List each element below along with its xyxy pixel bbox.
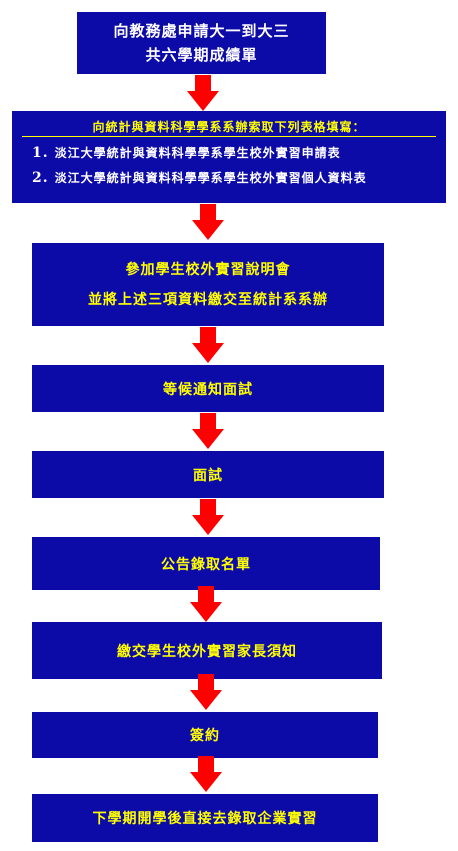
down-arrow-icon [192, 327, 224, 363]
form-item-text: 淡江大學統計與資料科學學系學生校外實習個人資料表 [54, 171, 367, 185]
down-arrow-icon [190, 586, 222, 622]
step-4-text: 等候通知面試 [163, 381, 253, 398]
step-8-text: 簽約 [190, 728, 220, 744]
step-1-transcript-box: 向教務處申請大一到大三 共六學期成績單 [77, 12, 326, 74]
step-3-line-2: 並將上述三項資料繳交至統計系系辦 [88, 291, 328, 308]
down-arrow-icon [190, 756, 222, 792]
step-4-await-interview-box: 等候通知面試 [32, 365, 384, 412]
step-6-announcement-box: 公告錄取名單 [32, 537, 380, 590]
form-item-number: 1. [32, 145, 49, 161]
step-9-internship-box: 下學期開學後直接去錄取企業實習 [32, 794, 378, 842]
step-1-line-2: 共六學期成績單 [145, 46, 258, 64]
form-item-text: 淡江大學統計與資料科學學系學生校外實習申請表 [54, 146, 341, 160]
down-arrow-icon [187, 75, 219, 111]
step-6-text: 公告錄取名單 [161, 556, 251, 573]
step-5-interview-box: 面試 [32, 451, 384, 498]
step-2-title: 向統計與資料科學學系系辦索取下列表格填寫： [92, 120, 366, 134]
step-8-contract-box: 簽約 [32, 712, 378, 758]
step-3-line-1: 參加學生校外實習說明會 [125, 261, 291, 278]
down-arrow-icon [192, 204, 224, 240]
step-7-parent-notice-box: 繳交學生校外實習家長須知 [32, 622, 382, 679]
step-2-forms-box: 向統計與資料科學學系系辦索取下列表格填寫： 1. 淡江大學統計與資料科學學系學生校… [12, 111, 446, 203]
step-9-text: 下學期開學後直接去錄取企業實習 [92, 811, 318, 827]
form-list-item: 1. 淡江大學統計與資料科學學系學生校外實習申請表 [22, 141, 436, 166]
form-item-number: 2. [32, 170, 49, 186]
step-7-text: 繳交學生校外實習家長須知 [117, 643, 297, 660]
down-arrow-icon [192, 499, 224, 535]
down-arrow-icon [192, 413, 224, 449]
step-5-text: 面試 [193, 467, 223, 484]
step-3-briefing-box: 參加學生校外實習說明會 並將上述三項資料繳交至統計系系辦 [32, 243, 384, 326]
step-1-line-1: 向教務處申請大一到大三 [113, 22, 290, 40]
form-list-item: 2. 淡江大學統計與資料科學學系學生校外實習個人資料表 [22, 166, 436, 191]
title-underline [22, 136, 436, 137]
down-arrow-icon [190, 674, 222, 710]
